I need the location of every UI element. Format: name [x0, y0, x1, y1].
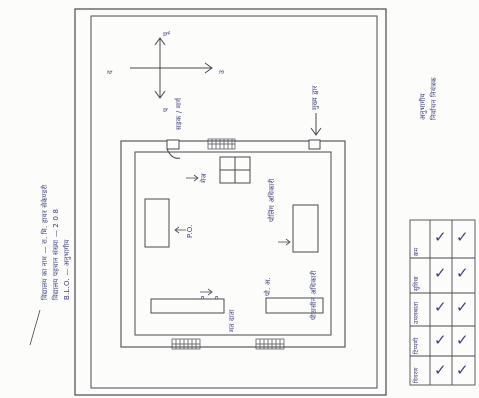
road-label: सड़क / मार्ग — [175, 97, 183, 130]
entrance-label: मुख्य द्वार — [311, 85, 319, 110]
left-table — [144, 198, 170, 248]
tick-mark-1: ✓ — [434, 228, 447, 246]
table-header-4: टिप्पणी — [413, 337, 420, 354]
margin-mark — [29, 309, 41, 346]
school-heading-block: विद्यालय का नाम — रा. मि. हायर सेकेण्डरी… — [40, 185, 73, 300]
room-label-officer: पोलिंग अधिकारी — [268, 178, 276, 222]
compass-south-label: द — [106, 70, 114, 74]
heading-line-1: विद्यालय का नाम — रा. मि. हायर सेकेण्डरी — [41, 184, 49, 300]
building-inner-wall — [134, 151, 332, 336]
room-label-voter: मत दाता — [228, 309, 236, 332]
signature-line-1: अनुभागीय — [419, 93, 427, 120]
tick-mark-8: ✓ — [456, 331, 469, 349]
heading-line-3: B.L.O. — अनुभागीय — [63, 239, 71, 300]
bottom-left-bench — [150, 298, 225, 314]
compass-west-label: प — [162, 107, 170, 112]
table-header-1: क्रम — [413, 247, 420, 256]
right-table — [292, 204, 319, 253]
bottom-window-hatch-right — [255, 338, 285, 350]
short-label-po: P.O. — [186, 224, 194, 238]
heading-line-2: विद्यालय पहचान संख्या — 2 0 8 — [52, 208, 60, 300]
table-header-5: विवरण — [413, 367, 420, 383]
tick-mark-4: ✓ — [456, 264, 469, 282]
outer-border — [74, 8, 387, 396]
pointer-arrows — [174, 174, 291, 296]
bottom-right-bench — [265, 297, 324, 314]
left-door — [166, 139, 180, 150]
short-label-p1: P — [200, 295, 208, 300]
signature-block: अनुभागीय निर्वाचन नियंत्रक — [418, 77, 440, 120]
table-header-2: सुविधा — [413, 276, 420, 291]
tick-mark-2: ✓ — [456, 228, 469, 246]
tick-mark-7: ✓ — [434, 331, 447, 349]
desk-label: मेज — [200, 173, 208, 183]
inner-border — [90, 15, 378, 389]
tick-mark-10: ✓ — [456, 361, 469, 379]
compass-rose — [130, 37, 213, 99]
tick-mark-5: ✓ — [434, 298, 447, 316]
table-header-3: उपलब्धता — [413, 301, 420, 324]
compass-east-label: पू — [162, 31, 170, 36]
compass-north-label: उ — [218, 69, 226, 74]
tick-mark-6: ✓ — [456, 298, 469, 316]
short-label-p2: P — [214, 295, 222, 300]
building-outer-wall — [120, 140, 346, 348]
signature-line-2: निर्वाचन नियंत्रक — [430, 77, 438, 120]
left-door-swing — [166, 148, 181, 159]
desk-block — [219, 156, 251, 184]
entrance-arrow — [310, 113, 322, 136]
bottom-window-hatch-left — [171, 338, 201, 350]
right-door — [308, 139, 321, 150]
room-label-presiding: पीठासीन अधिकारी — [310, 270, 318, 320]
facilities-table-grid — [409, 219, 476, 386]
top-window-hatch — [207, 138, 236, 150]
tick-mark-3: ✓ — [434, 264, 447, 282]
room-label-po: पो. अ. — [264, 277, 272, 296]
tick-mark-9: ✓ — [434, 361, 447, 379]
